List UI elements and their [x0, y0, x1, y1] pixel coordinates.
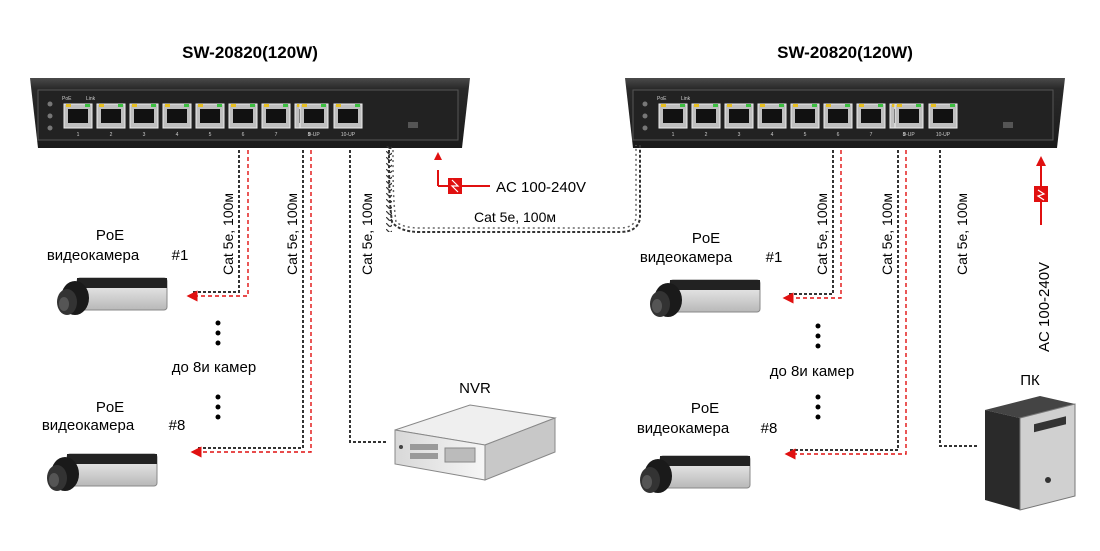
switch-right-port-5[interactable]: 5 [790, 103, 820, 138]
switch-left-port-label: 3 [143, 132, 146, 138]
switch-right-port-label: 9-UP [903, 132, 915, 138]
switch-right-port-1[interactable]: 1 [658, 103, 688, 138]
switch-right-led-poe: PoE [657, 96, 667, 102]
power-right: AC 100-240V [1034, 156, 1053, 352]
left-camera-1-icon [57, 277, 168, 315]
right-cables: Cat 5e, 100м Cat 5e, 100м Cat 5e, 100м [782, 150, 978, 460]
switch-left-title: SW-20820(120W) [182, 43, 318, 62]
switch-left-port-label: 6 [242, 132, 245, 138]
right-camera-8-line1: PoE [691, 400, 719, 417]
right-camera-8-icon [640, 455, 751, 493]
switch-left-port-label: 7 [275, 132, 278, 138]
switch-left-led-link: Link [86, 96, 96, 102]
switch-left-port-9[interactable]: 9-UP [299, 103, 329, 138]
left-camera-1-text: PoE видеокамера #1 [47, 227, 189, 264]
right-cable-pc-label: Cat 5e, 100м [954, 193, 970, 275]
right-camera-8-number: #8 [761, 420, 778, 437]
switch-right-led-link: Link [681, 96, 691, 102]
switch-right-port-label: 3 [738, 132, 741, 138]
left-camera-count: до 8и камер [172, 359, 256, 376]
switch-right-port-label: 2 [705, 132, 708, 138]
left-cable-1-label: Cat 5e, 100м [220, 193, 236, 275]
switch-right: PoE Link 1 2 3 4 5 6 7 89-UP 10-UP [625, 78, 1065, 148]
right-camera-1-number: #1 [766, 249, 783, 266]
nvr-icon [394, 404, 557, 481]
nvr-label: NVR [459, 380, 491, 397]
switch-right-port-label: 5 [804, 132, 807, 138]
switch-left-port-2[interactable]: 2 [96, 103, 126, 138]
left-camera-8-icon [47, 453, 158, 491]
pc-label: ПК [1020, 372, 1040, 389]
switch-left-dip-switch[interactable] [408, 122, 418, 128]
right-camera-1-icon [650, 279, 761, 317]
switch-right-port-label: 10-UP [936, 132, 951, 138]
right-camera-1-text: PoE видеокамера #1 [640, 230, 783, 266]
switch-right-port-label: 8 [903, 132, 906, 138]
right-ellipsis-dots [815, 323, 821, 420]
switch-left-port-label: 9-UP [308, 132, 320, 138]
right-camera-1-line2: видеокамера [640, 249, 733, 266]
switch-right-port-10[interactable]: 10-UP [928, 103, 958, 138]
power-left-label: AC 100-240V [496, 179, 586, 196]
switch-left: PoE Link 1 2 3 4 5 6 7 89-UP 10-UP [30, 78, 470, 148]
switch-left-port-label: 8 [308, 132, 311, 138]
switch-left-port-label: 5 [209, 132, 212, 138]
right-camera-8-line2: видеокамера [637, 420, 730, 437]
switch-right-port-3[interactable]: 3 [724, 103, 754, 138]
right-cable-1-label: Cat 5e, 100м [814, 193, 830, 275]
switch-left-port-6[interactable]: 6 [228, 103, 258, 138]
switch-right-dip-switch[interactable] [1003, 122, 1013, 128]
switch-left-port-label: 10-UP [341, 132, 356, 138]
switch-right-port-7[interactable]: 7 [856, 103, 886, 138]
switch-right-port-6[interactable]: 6 [823, 103, 853, 138]
switch-left-port-label: 2 [110, 132, 113, 138]
uplink-cable-label: Cat 5e, 100м [474, 209, 556, 225]
left-camera-1-line2: видеокамера [47, 247, 140, 264]
left-camera-8-number: #8 [169, 417, 186, 434]
pc-tower-icon [985, 396, 1076, 511]
switch-right-title: SW-20820(120W) [777, 43, 913, 62]
switch-left-port-3[interactable]: 3 [129, 103, 159, 138]
switch-right-port-2[interactable]: 2 [691, 103, 721, 138]
switch-right-port-label: 6 [837, 132, 840, 138]
switch-left-port-7[interactable]: 7 [261, 103, 291, 138]
left-camera-1-number: #1 [172, 247, 189, 264]
switch-left-port-4[interactable]: 4 [162, 103, 192, 138]
left-camera-1-line1: PoE [96, 227, 124, 244]
power-left: AC 100-240V [434, 152, 586, 196]
right-camera-1-line1: PoE [692, 230, 720, 247]
switch-right-port-9[interactable]: 9-UP [894, 103, 924, 138]
left-camera-8-line1: PoE [96, 399, 124, 416]
switch-left-port-1[interactable]: 1 [63, 103, 93, 138]
switch-left-port-10[interactable]: 10-UP [333, 103, 363, 138]
switch-right-port-4[interactable]: 4 [757, 103, 787, 138]
left-ellipsis-dots [215, 320, 221, 420]
power-right-label: AC 100-240V [1036, 262, 1053, 352]
right-camera-8-text: PoE видеокамера #8 [637, 400, 778, 437]
left-cable-8-label: Cat 5e, 100м [284, 193, 300, 275]
uplink-cable: Cat 5e, 100м [386, 145, 641, 233]
left-camera-8-text: PoE видеокамера #8 [42, 399, 186, 434]
right-camera-count: до 8и камер [770, 363, 854, 380]
switch-right-port-label: 1 [672, 132, 675, 138]
left-camera-8-line2: видеокамера [42, 417, 135, 434]
right-cable-8-label: Cat 5e, 100м [879, 193, 895, 275]
switch-left-led-poe: PoE [62, 96, 72, 102]
left-cable-nvr-label: Cat 5e, 100м [359, 193, 375, 275]
switch-left-port-5[interactable]: 5 [195, 103, 225, 138]
switch-right-port-label: 7 [870, 132, 873, 138]
switch-left-port-label: 1 [77, 132, 80, 138]
left-cables: Cat 5e, 100м Cat 5e, 100м Cat 5e, 100м [186, 150, 386, 458]
switch-right-port-label: 4 [771, 132, 774, 138]
switch-left-port-label: 4 [176, 132, 179, 138]
power-plug-icon [1034, 186, 1048, 202]
